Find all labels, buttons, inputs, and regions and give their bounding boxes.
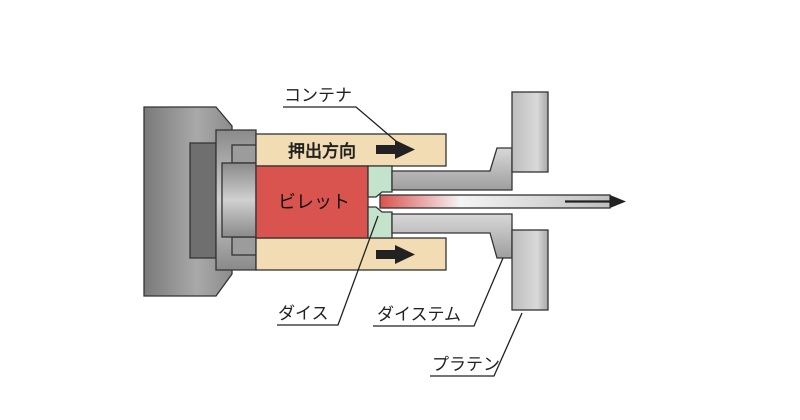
platen-label: プラテン <box>432 355 500 375</box>
die-stem-label: ダイステム <box>377 305 461 325</box>
container-lower-wall <box>255 237 447 271</box>
die-upper <box>367 165 393 198</box>
ram-step-bottom <box>231 236 257 256</box>
platen-lower <box>511 229 549 311</box>
container-label: コンテナ <box>284 86 352 106</box>
billet-label: ビレット <box>278 192 350 213</box>
die-stem-leader <box>373 257 504 327</box>
billet <box>255 165 369 239</box>
die <box>367 165 393 239</box>
ram-assembly <box>143 106 257 297</box>
ram-core <box>221 162 257 238</box>
container-upper-wall <box>255 133 447 167</box>
direction-arrow-upper-icon <box>376 140 415 159</box>
platen-leader <box>430 312 523 377</box>
platen <box>511 91 549 311</box>
die-lower <box>367 206 393 239</box>
direction-label: 押出方向 <box>288 141 356 162</box>
container-leader <box>283 106 398 143</box>
platen-upper <box>511 91 549 173</box>
die-stem-lower <box>391 213 513 259</box>
ram-step-top <box>231 144 257 164</box>
direction-arrow-lower-icon <box>376 245 415 264</box>
product-arrow-icon <box>565 195 626 208</box>
die-leader <box>277 215 379 326</box>
ram-inner-block <box>189 142 217 259</box>
die-label: ダイス <box>278 304 329 324</box>
